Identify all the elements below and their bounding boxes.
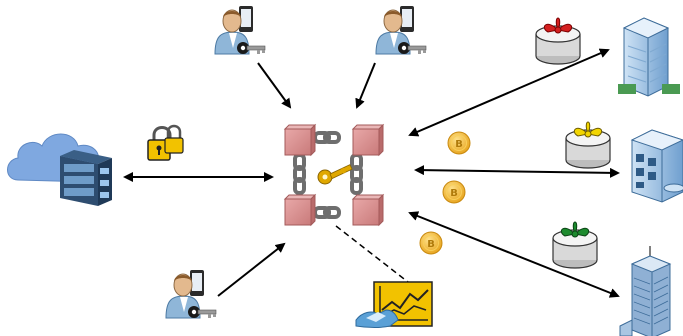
blockchain-chain-icon xyxy=(283,123,385,227)
user-phone-key-icon xyxy=(375,5,427,55)
gift-box-icon xyxy=(535,17,581,65)
dashed-link-trading xyxy=(335,225,409,283)
coin-symbol: B xyxy=(450,188,458,199)
chart-handshake-icon xyxy=(355,281,433,328)
coin-icon: B xyxy=(419,231,443,255)
skyscraper-icon xyxy=(619,246,672,336)
arrow-building-middle xyxy=(414,165,620,178)
arrow-building-top xyxy=(408,48,610,137)
coin-symbol: B xyxy=(455,139,463,150)
arrow-user-top-right xyxy=(355,62,376,109)
user-phone-key-icon xyxy=(214,5,266,55)
coin-icon: B xyxy=(442,180,466,204)
office-building-icon xyxy=(618,17,680,97)
arrow-user-bottom-left xyxy=(217,242,286,297)
key-icon xyxy=(317,164,353,185)
padlock-icon xyxy=(147,124,184,161)
office-building-icon xyxy=(630,129,683,203)
user-phone-key-icon xyxy=(165,269,217,319)
gift-box-icon xyxy=(552,221,598,269)
coin-icon: B xyxy=(447,131,471,155)
arrow-user-top-left xyxy=(257,62,292,109)
connection-arrows xyxy=(123,48,620,298)
coin-symbol: B xyxy=(427,239,435,250)
gift-box-icon xyxy=(565,121,611,169)
arrow-building-bottom xyxy=(408,211,620,298)
cloud-server-icon xyxy=(7,133,112,206)
